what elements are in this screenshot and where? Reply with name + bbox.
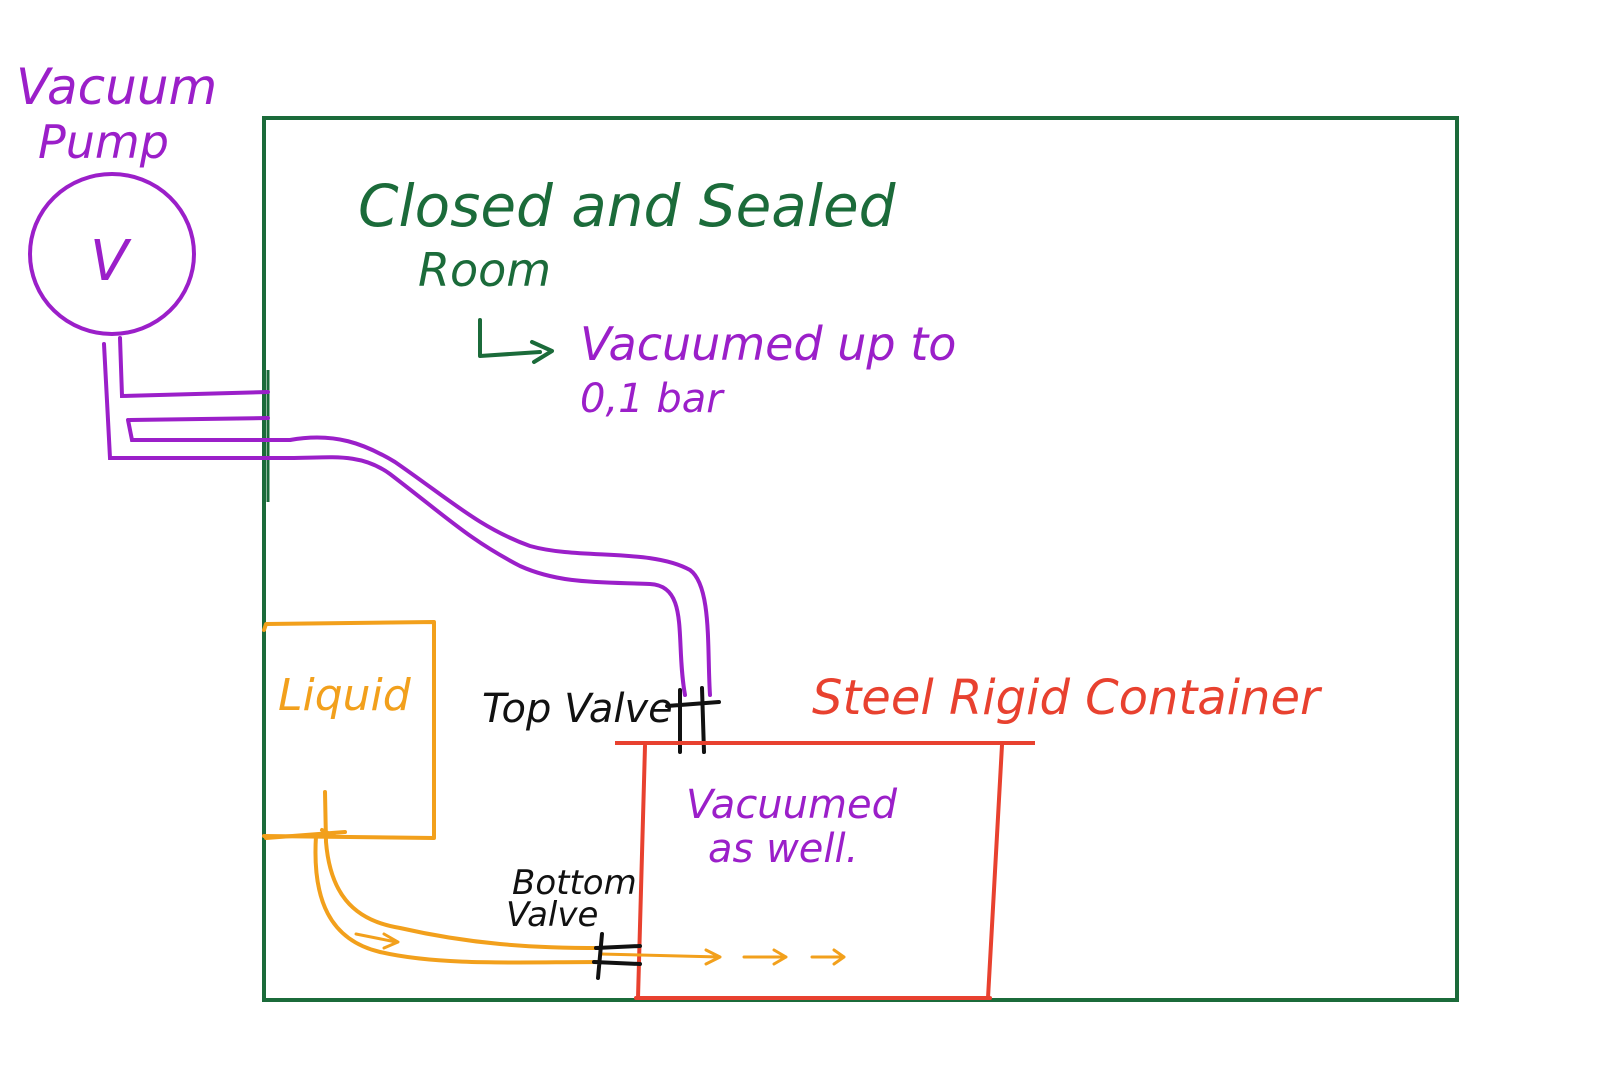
liquid-tank-outline: [262, 620, 436, 840]
room-title-line2: Room: [418, 243, 551, 297]
liquid-flow-arrow-1: [598, 948, 722, 966]
liquid-flow-arrow-3: [810, 948, 846, 966]
container-label: Steel Rigid Container: [812, 670, 1323, 726]
liquid-flow-arrow-pipe: [354, 932, 400, 950]
vacuum-pump-icon: [28, 172, 196, 336]
pump-hose-upper: [118, 336, 270, 422]
pump-symbol: V: [90, 229, 132, 294]
vacuum-hose-inner: [288, 435, 712, 697]
pump-label-line2: Pump: [38, 115, 169, 169]
liquid-label: Liquid: [278, 670, 412, 721]
bottom-valve-icon: [592, 932, 642, 980]
container-note-line1: Vacuumed: [686, 782, 898, 828]
room-note-line2: 0,1 bar: [580, 376, 725, 422]
container-note-line2: as well.: [708, 826, 858, 872]
bottom-valve-label-line2: Valve: [506, 895, 598, 935]
liquid-pipe-outer: [313, 834, 602, 965]
top-valve-label: Top Valve: [482, 686, 673, 732]
liquid-pipe-top: [264, 828, 347, 840]
liquid-pipe-inner: [323, 790, 602, 950]
room-title-line1: Closed and Sealed: [358, 172, 897, 240]
bottom-valve-label-line1: Bottom: [512, 863, 637, 903]
pump-hose-lower: [102, 342, 292, 460]
room-note-arrow-icon: [478, 318, 554, 364]
vacuum-hose-outer: [288, 455, 687, 697]
pump-label-line1: Vacuum: [16, 58, 217, 116]
room-note-line1: Vacuumed up to: [580, 317, 956, 371]
liquid-flow-arrow-2: [742, 948, 788, 966]
